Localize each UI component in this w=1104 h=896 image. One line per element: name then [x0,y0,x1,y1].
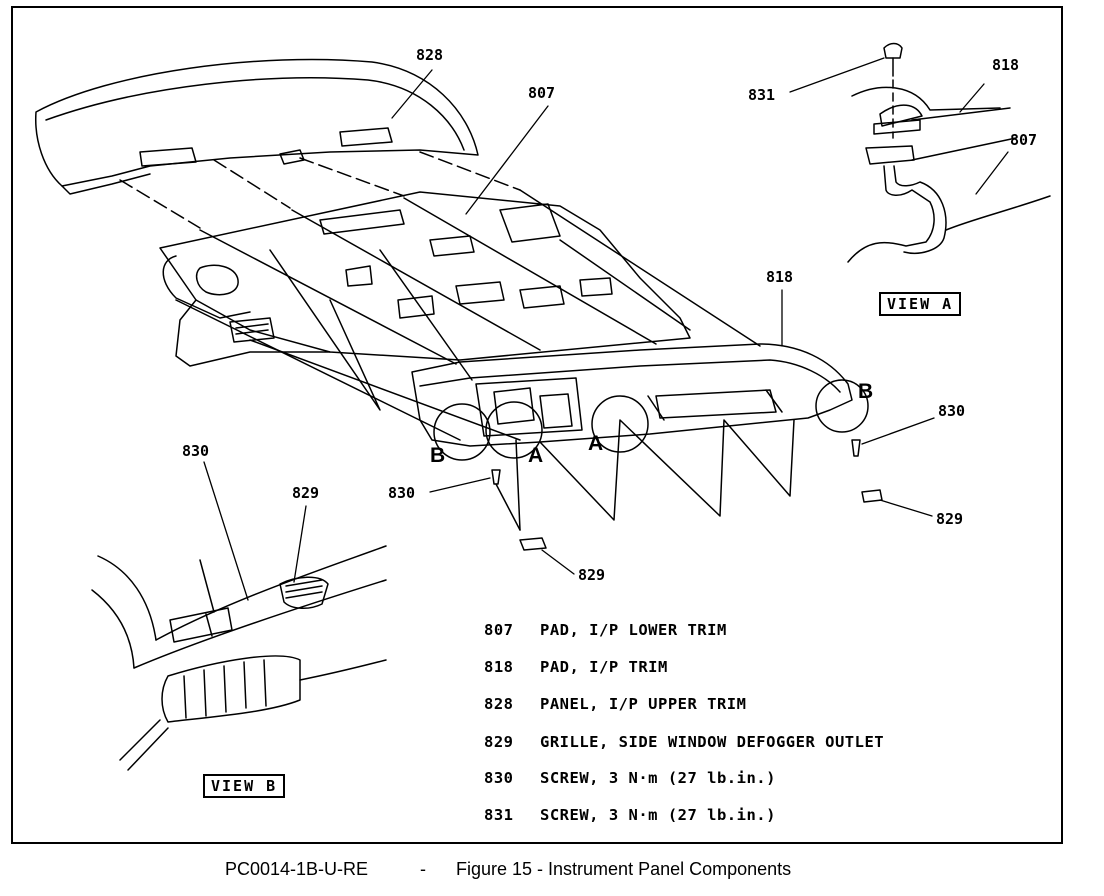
callout-829-right: 829 [936,510,963,528]
screw-830-left [491,469,501,485]
detail-circle-b-right [815,379,869,433]
callout-830-view-b: 830 [182,442,209,460]
legend-row-818: 818 PAD, I/P TRIM [484,658,668,676]
legend-number: 807 [484,621,514,639]
legend-number: 830 [484,769,514,787]
callout-807-view-a: 807 [1010,131,1037,149]
view-b-label: VIEW B [203,774,286,798]
grille-829-right [861,489,883,503]
legend-number: 828 [484,695,514,713]
legend-number: 831 [484,806,514,824]
leader-a-down [515,439,521,531]
legend-row-807: 807 PAD, I/P LOWER TRIM [484,621,727,639]
legend-description: SCREW, 3 N·m (27 lb.in.) [540,769,776,787]
legend-description: PANEL, I/P UPPER TRIM [540,695,747,713]
detail-circle-a-center [591,395,649,453]
callout-830-left: 830 [388,484,415,502]
legend-description: GRILLE, SIDE WINDOW DEFOGGER OUTLET [540,733,885,751]
grille-829-center [519,537,547,551]
view-letters: A A B B [430,380,873,467]
callout-leaders [203,57,1009,601]
view-letter-b-left: B [430,444,445,467]
callout-807: 807 [528,84,555,102]
callout-829-center: 829 [578,566,605,584]
figure-frame [11,6,1063,844]
view-a-label: VIEW A [879,292,962,316]
callout-818-view-a: 818 [992,56,1019,74]
leader-830-left-down [495,483,521,531]
callout-818: 818 [766,268,793,286]
callout-830-right: 830 [938,402,965,420]
view-letter-a-center: A [588,432,603,455]
detail-circle-b-left [433,403,491,461]
upper-trim-panel-828 [35,58,479,195]
legend-row-829: 829 GRILLE, SIDE WINDOW DEFOGGER OUTLET [484,733,884,751]
assembly-solid-lines [175,189,761,441]
legend-row-831: 831 SCREW, 3 N·m (27 lb.in.) [484,806,776,824]
assembly-dash-lines [119,151,521,229]
trim-pad-818 [411,343,853,447]
legend-number: 818 [484,658,514,676]
callout-828: 828 [416,46,443,64]
view-letter-a-left: A [528,444,543,467]
callout-829-view-b: 829 [292,484,319,502]
figure-code: PC0014-1B-U-RE [225,859,369,879]
view-letter-b-right: B [858,380,873,403]
bracket-lines [539,419,795,521]
callout-labels: 828 807 818 831 818 807 830 830 829 830 … [182,46,1037,584]
legend-description: PAD, I/P TRIM [540,658,668,676]
legend-description: PAD, I/P LOWER TRIM [540,621,727,639]
legend-description: SCREW, 3 N·m (27 lb.in.) [540,806,776,824]
legend-row-828: 828 PANEL, I/P UPPER TRIM [484,695,746,713]
legend-row-830: 830 SCREW, 3 N·m (27 lb.in.) [484,769,776,787]
callout-831: 831 [748,86,775,104]
view-a-detail [847,42,1051,263]
figure-title: Figure 15 - Instrument Panel Components [456,859,792,879]
view-b-detail [91,545,387,771]
caption-separator: - [420,859,426,879]
legend-number: 829 [484,733,514,751]
detail-circle-a-left [485,401,543,459]
lower-trim-pad-807 [159,191,691,367]
screw-830-right [851,439,861,457]
